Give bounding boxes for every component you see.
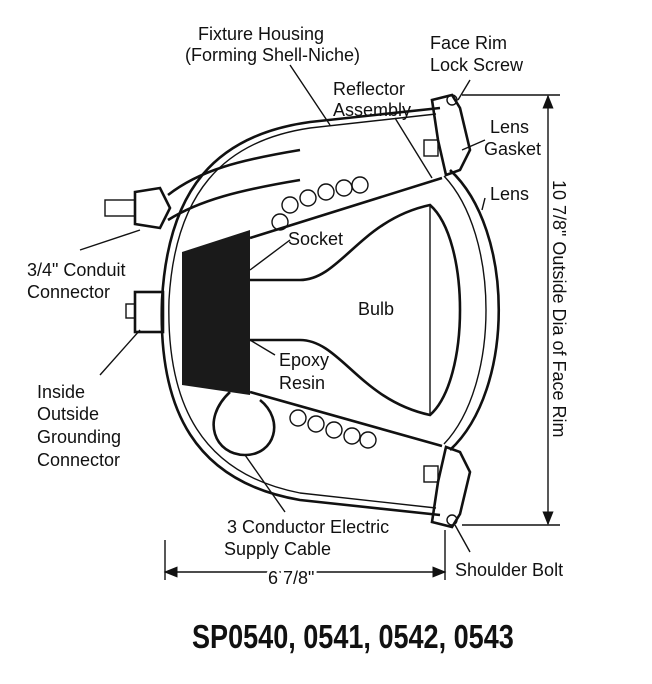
label-conduit-connector: Connector xyxy=(27,282,110,302)
label-ground-4: Connector xyxy=(37,450,120,470)
label-assembly: Assembly xyxy=(333,100,411,120)
label-cable-1: 3 Conductor Electric xyxy=(227,517,389,537)
leader-lines xyxy=(79,64,486,553)
label-ground-2: Outside xyxy=(37,404,99,424)
dimension-lines xyxy=(163,94,560,580)
label-face-rim: Face Rim xyxy=(430,33,507,53)
label-lens-gasket-2: Gasket xyxy=(484,139,541,159)
reflector-assembly xyxy=(249,176,443,448)
epoxy-resin-block xyxy=(182,230,250,395)
label-socket: Socket xyxy=(288,229,343,249)
label-conduit: 3/4" Conduit xyxy=(27,260,125,280)
label-ground-1: Inside xyxy=(37,382,85,402)
grounding-connector xyxy=(125,290,165,334)
label-lens-gasket-1: Lens xyxy=(490,117,529,137)
lens-shape xyxy=(443,169,500,451)
label-fixture-housing: Fixture Housing xyxy=(198,24,324,44)
bulb-shape xyxy=(250,203,462,417)
dimension-depth: 6 7/8" xyxy=(268,568,314,588)
label-epoxy: Epoxy xyxy=(279,350,329,370)
conduit-connector xyxy=(104,148,301,230)
cable-coils xyxy=(212,176,377,457)
label-fixture-housing-sub: (Forming Shell-Niche) xyxy=(185,45,360,65)
label-lock-screw: Lock Screw xyxy=(430,55,524,75)
label-resin: Resin xyxy=(279,373,325,393)
face-rim xyxy=(423,93,472,529)
label-reflector: Reflector xyxy=(333,79,405,99)
label-bulb: Bulb xyxy=(358,299,394,319)
dimension-face-rim-diameter: 10 7/8" Outside Dia of Face Rim xyxy=(549,180,569,438)
label-shoulder-bolt: Shoulder Bolt xyxy=(455,560,563,580)
label-ground-3: Grounding xyxy=(37,427,121,447)
label-lens: Lens xyxy=(490,184,529,204)
model-numbers-title: SP0540, 0541, 0542, 0543 xyxy=(192,620,514,656)
label-cable-2: Supply Cable xyxy=(224,539,331,559)
